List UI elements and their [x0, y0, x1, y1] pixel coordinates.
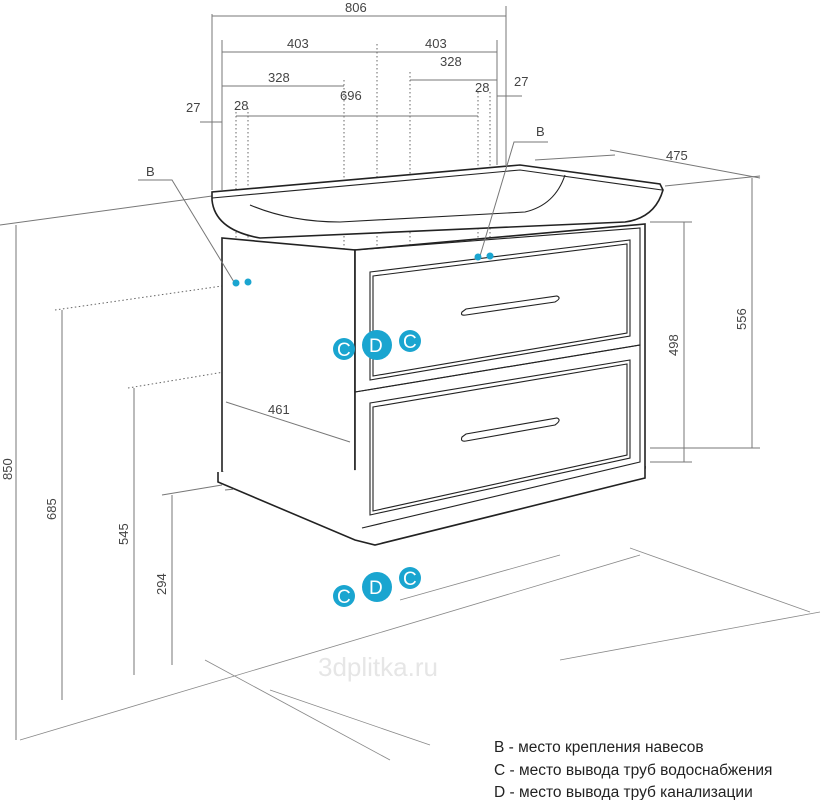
dim-328-left: 328 [268, 70, 290, 85]
mounting-markers: B B [138, 124, 548, 287]
marker-c-right-wall: C [403, 332, 417, 353]
pipe-markers-floor: C D C [333, 567, 421, 608]
marker-c-left-floor: C [337, 587, 351, 608]
dim-850: 850 [0, 458, 15, 480]
dim-27-right: 27 [514, 74, 528, 89]
dim-328-right: 328 [440, 54, 462, 69]
dim-27-left: 27 [186, 100, 200, 115]
drawer-handle-bottom [460, 417, 560, 442]
marker-b-right: B [536, 124, 545, 139]
dim-461: 461 [268, 402, 290, 417]
right-dimensions: 556 498 [650, 178, 760, 463]
dim-545: 545 [116, 523, 131, 545]
dim-556: 556 [734, 308, 749, 330]
dim-685: 685 [44, 498, 59, 520]
legend-c: C - место вывода труб водоснабжения [494, 762, 772, 779]
marker-d-wall: D [369, 336, 383, 357]
dim-498: 498 [666, 334, 681, 356]
dim-403-left: 403 [287, 36, 309, 51]
legend-d: D - место вывода труб канализации [494, 784, 753, 800]
dim-696: 696 [340, 88, 362, 103]
dim-403-right: 403 [425, 36, 447, 51]
marker-c-left-wall: C [337, 340, 351, 361]
drawer-handle-top [460, 295, 560, 316]
pipe-markers-wall: C D C [333, 330, 421, 361]
legend-b: B - место крепления навесов [494, 739, 704, 756]
depth-dimension: 475 [534, 148, 761, 187]
vanity-cabinet [211, 164, 664, 546]
marker-b-left: B [146, 164, 155, 179]
dim-294: 294 [154, 573, 169, 595]
marker-d-floor: D [369, 578, 383, 599]
dim-475: 475 [666, 148, 688, 163]
dim-806: 806 [345, 0, 367, 15]
dim-28-left: 28 [234, 98, 248, 113]
drain-depth-dimension: 461 [225, 401, 351, 443]
legend: B - место крепления навесов C - место вы… [494, 739, 772, 800]
marker-c-right-floor: C [403, 569, 417, 590]
watermark: 3dplitka.ru [318, 652, 438, 682]
dim-28-right: 28 [475, 80, 489, 95]
